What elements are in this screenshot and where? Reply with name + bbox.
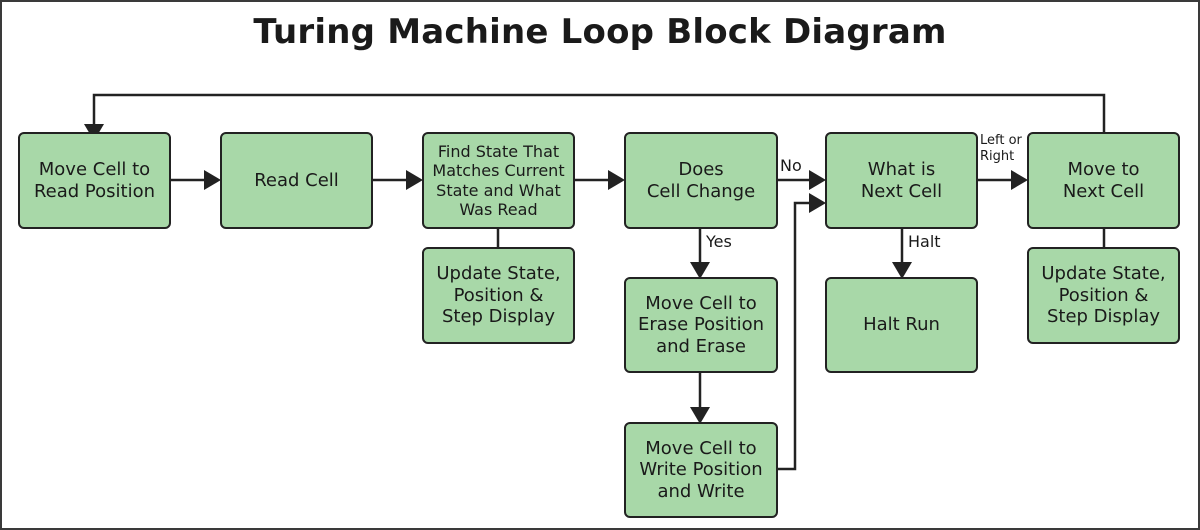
- box-does-cell-change-label: Does Cell Change: [646, 158, 756, 202]
- box-move-to-next-cell: Move to Next Cell: [1027, 132, 1180, 229]
- box-what-is-next-cell: What is Next Cell: [825, 132, 978, 229]
- label-halt: Halt: [908, 232, 941, 251]
- label-no: No: [780, 156, 802, 175]
- label-yes: Yes: [706, 232, 732, 251]
- box-update-state-1-label: Update State, Position & Step Display: [436, 263, 561, 328]
- box-find-state-label: Find State That Matches Current State an…: [432, 142, 565, 219]
- arrowhead-does-change: [608, 170, 625, 190]
- box-read-cell: Read Cell: [220, 132, 373, 229]
- arrowhead-read-cell: [204, 170, 221, 190]
- loop-back-connector: [92, 93, 1106, 132]
- connector-write-to-next-cell: [778, 201, 815, 471]
- box-update-state-2-label: Update State, Position & Step Display: [1041, 263, 1166, 328]
- box-what-is-next-cell-label: What is Next Cell: [860, 158, 943, 202]
- box-update-state-2: Update State, Position & Step Display: [1027, 247, 1180, 344]
- arrowhead-next-cell-write: [809, 193, 826, 213]
- box-move-to-next-cell-label: Move to Next Cell: [1062, 158, 1145, 202]
- arrowhead-erase: [690, 262, 710, 279]
- arrowhead-move-next: [1011, 170, 1028, 190]
- box-move-cell-write-label: Move Cell to Write Position and Write: [639, 437, 763, 502]
- box-move-cell-write: Move Cell to Write Position and Write: [624, 422, 778, 518]
- arrowhead-next-cell-no: [809, 170, 826, 190]
- box-does-cell-change: Does Cell Change: [624, 132, 778, 229]
- box-update-state-1: Update State, Position & Step Display: [422, 247, 575, 344]
- arrowhead-find-state: [406, 170, 423, 190]
- box-move-cell-erase: Move Cell to Erase Position and Erase: [624, 277, 778, 373]
- box-move-cell-read-position-label: Move Cell to Read Position: [33, 158, 156, 202]
- diagram-title: Turing Machine Loop Block Diagram: [253, 12, 947, 52]
- box-read-cell-label: Read Cell: [254, 169, 339, 191]
- box-halt-run: Halt Run: [825, 277, 978, 373]
- box-find-state: Find State That Matches Current State an…: [422, 132, 575, 229]
- box-halt-run-label: Halt Run: [863, 314, 940, 336]
- box-move-cell-read-position: Move Cell to Read Position: [18, 132, 171, 229]
- label-left-or-right: Left or Right: [980, 133, 1022, 165]
- arrowhead-halt: [892, 262, 912, 279]
- box-move-cell-erase-label: Move Cell to Erase Position and Erase: [637, 292, 765, 357]
- arrowhead-write: [690, 407, 710, 424]
